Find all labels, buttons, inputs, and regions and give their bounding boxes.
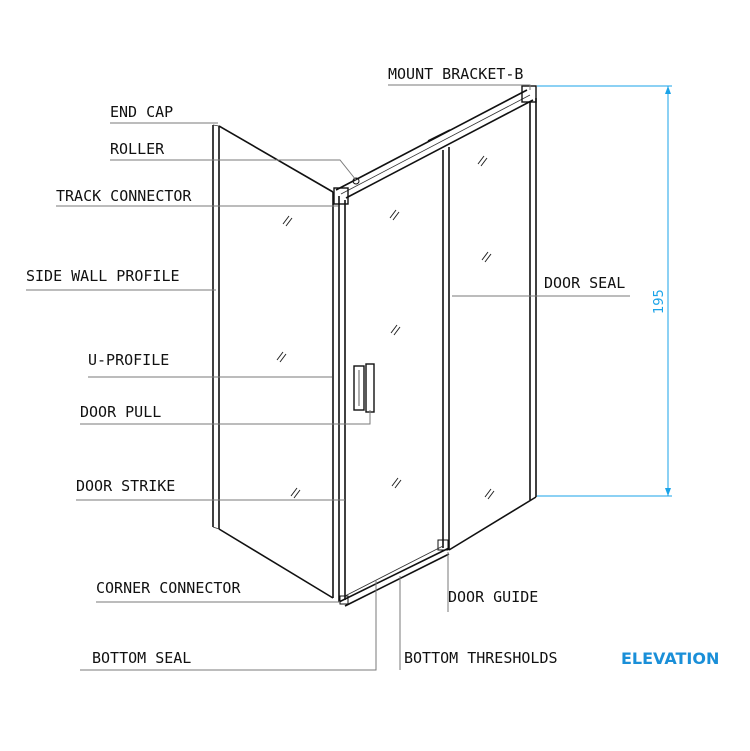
dimension-value: 195 <box>652 289 667 314</box>
leader-lines <box>26 84 630 671</box>
label-roller: ROLLER <box>110 140 165 158</box>
label-bottom-seal: BOTTOM SEAL <box>92 649 191 667</box>
top-track <box>333 85 537 205</box>
height-dimension <box>537 85 672 497</box>
label-bottom-thresholds: BOTTOM THRESHOLDS <box>404 649 558 667</box>
label-door-pull: DOOR PULL <box>80 403 161 421</box>
label-door-guide: DOOR GUIDE <box>448 588 538 606</box>
label-door-seal: DOOR SEAL <box>544 274 625 292</box>
door-pull <box>353 363 375 413</box>
glass-reflection-marks <box>276 155 495 500</box>
label-corner-connector: CORNER CONNECTOR <box>96 579 241 597</box>
label-u-profile: U-PROFILE <box>88 351 169 369</box>
front-panels <box>338 98 537 607</box>
label-door-strike: DOOR STRIKE <box>76 477 175 495</box>
view-title: ELEVATION <box>621 649 719 668</box>
label-side-wall-profile: SIDE WALL PROFILE <box>26 267 180 285</box>
label-end-cap: END CAP <box>110 103 173 121</box>
label-track-connector: TRACK CONNECTOR <box>56 187 192 205</box>
side-wall-panel <box>212 124 340 602</box>
label-mount-bracket: MOUNT BRACKET-B <box>388 65 523 83</box>
